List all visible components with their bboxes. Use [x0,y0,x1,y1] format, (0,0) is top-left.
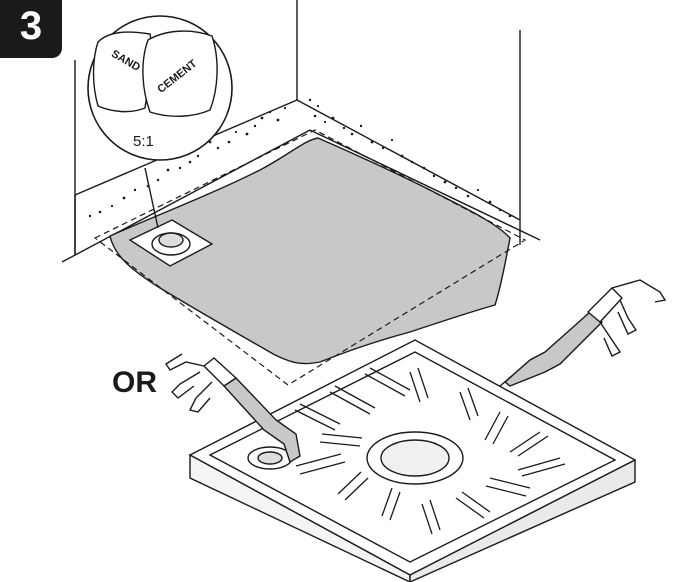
floor-waste-fitting [128,219,214,267]
step-badge: 3 [0,0,62,58]
sealant-gun-left [165,353,301,464]
sand-bag-icon [92,31,153,113]
mix-ratio-label: 5:1 [133,133,154,150]
sealant-gun-right [499,279,667,387]
step-number: 3 [19,4,43,48]
magnifier-callout: SAND CEMENT 5:1 [87,15,233,229]
room-corner-walls [61,0,541,263]
cement-bag-icon [142,30,218,117]
tray-footprint-outline [93,129,527,386]
screed-bed [109,137,511,365]
mortar-speckles [88,98,512,218]
shower-tray [188,339,637,582]
alternative-label: OR [112,366,157,399]
